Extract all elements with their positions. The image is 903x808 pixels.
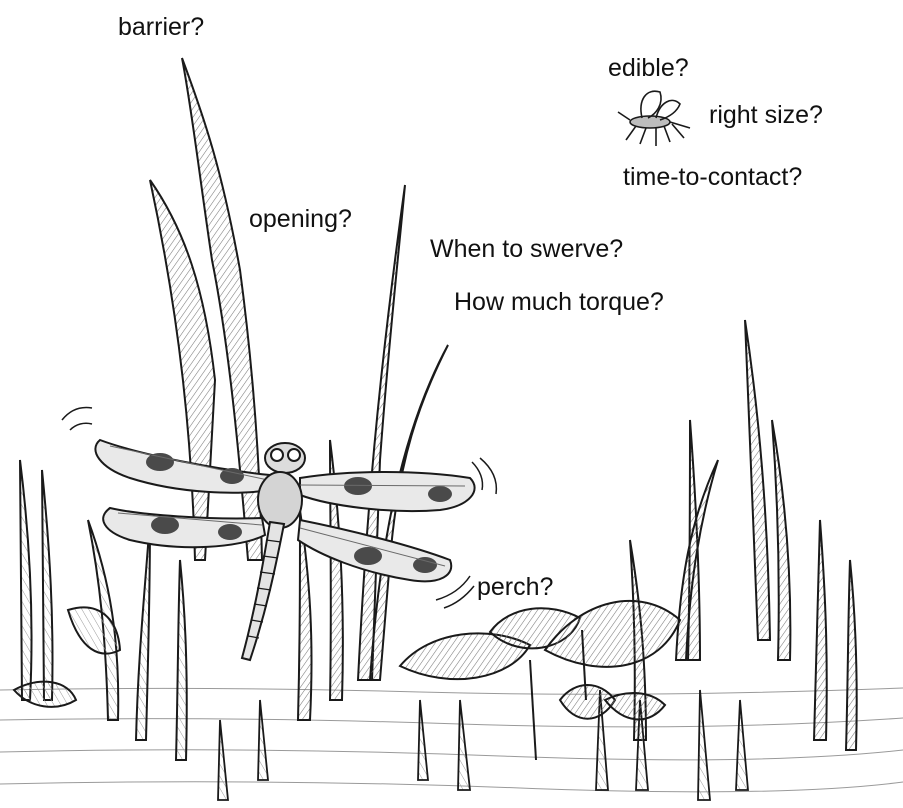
label-how-much-torque: How much torque? <box>454 290 664 315</box>
label-time-to-contact: time-to-contact? <box>623 165 802 190</box>
grass-left <box>14 460 187 760</box>
dragonfly-thorax <box>258 472 302 528</box>
grass-right <box>630 320 857 750</box>
label-perch: perch? <box>477 575 553 600</box>
mosquito-icon <box>618 91 690 146</box>
dragonfly-icon <box>62 408 496 661</box>
label-right-size: right size? <box>709 103 823 128</box>
label-edible: edible? <box>608 56 689 81</box>
label-opening: opening? <box>249 207 352 232</box>
grass-tall <box>150 58 448 720</box>
label-when-to-swerve: When to swerve? <box>430 237 623 262</box>
label-barrier: barrier? <box>118 15 204 40</box>
